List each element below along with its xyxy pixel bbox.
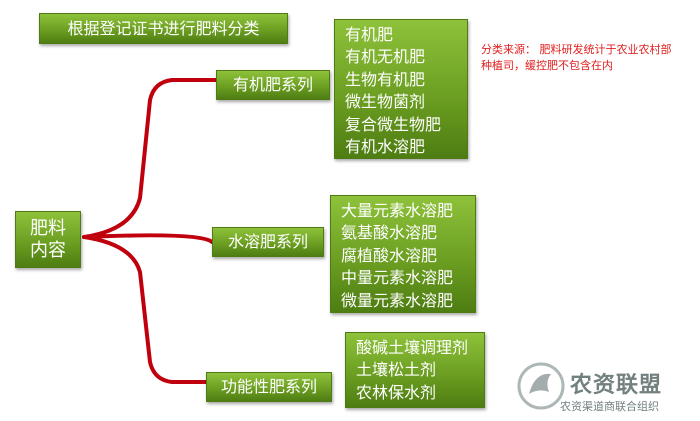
list-item: 微生物菌剂 bbox=[345, 92, 426, 112]
list-item: 腐植酸水溶肥 bbox=[341, 245, 438, 265]
list-item: 农林保水剂 bbox=[356, 382, 437, 402]
list-item: 有机无机肥 bbox=[345, 47, 426, 67]
list-item: 有机水溶肥 bbox=[345, 137, 426, 157]
list-item: 微量元素水溶肥 bbox=[341, 290, 454, 310]
watermark-text: 农资联盟 bbox=[570, 373, 663, 398]
category-organic: 有机肥系列 bbox=[216, 70, 330, 100]
list-item: 复合微生物肥 bbox=[345, 114, 442, 134]
root-node: 肥料 内容 bbox=[15, 211, 81, 268]
list-item: 中量元素水溶肥 bbox=[341, 268, 454, 288]
source-note: 分类来源： 肥料研发统计于农业农村部种植司，缓控肥不包含在内 bbox=[481, 43, 672, 72]
root-label-line1: 肥料 bbox=[30, 218, 66, 239]
list-item: 氨基酸水溶肥 bbox=[341, 223, 438, 243]
root-label-line2: 内容 bbox=[30, 240, 66, 261]
category-functional: 功能性肥系列 bbox=[206, 372, 332, 402]
category-water-soluble: 水溶肥系列 bbox=[212, 227, 324, 257]
list-item: 生物有机肥 bbox=[345, 69, 426, 89]
bracket-line bbox=[82, 78, 218, 384]
diagram-title: 根据登记证书进行肥料分类 bbox=[39, 13, 288, 44]
list-item: 有机肥 bbox=[345, 25, 394, 44]
list-item: 土壤松土剂 bbox=[356, 360, 437, 380]
watermark-subtext: 农资渠道商联合组织 bbox=[560, 400, 659, 413]
list-functional: 酸碱土壤调理剂 土壤松土剂 农林保水剂 bbox=[345, 332, 485, 408]
list-item: 酸碱土壤调理剂 bbox=[356, 338, 469, 357]
list-organic: 有机肥 有机无机肥 生物有机肥 微生物菌剂 复合微生物肥 有机水溶肥 bbox=[334, 19, 468, 159]
list-item: 大量元素水溶肥 bbox=[341, 201, 454, 220]
list-water-soluble: 大量元素水溶肥 氨基酸水溶肥 腐植酸水溶肥 中量元素水溶肥 微量元素水溶肥 bbox=[330, 195, 476, 313]
watermark-logo-icon bbox=[517, 362, 565, 410]
